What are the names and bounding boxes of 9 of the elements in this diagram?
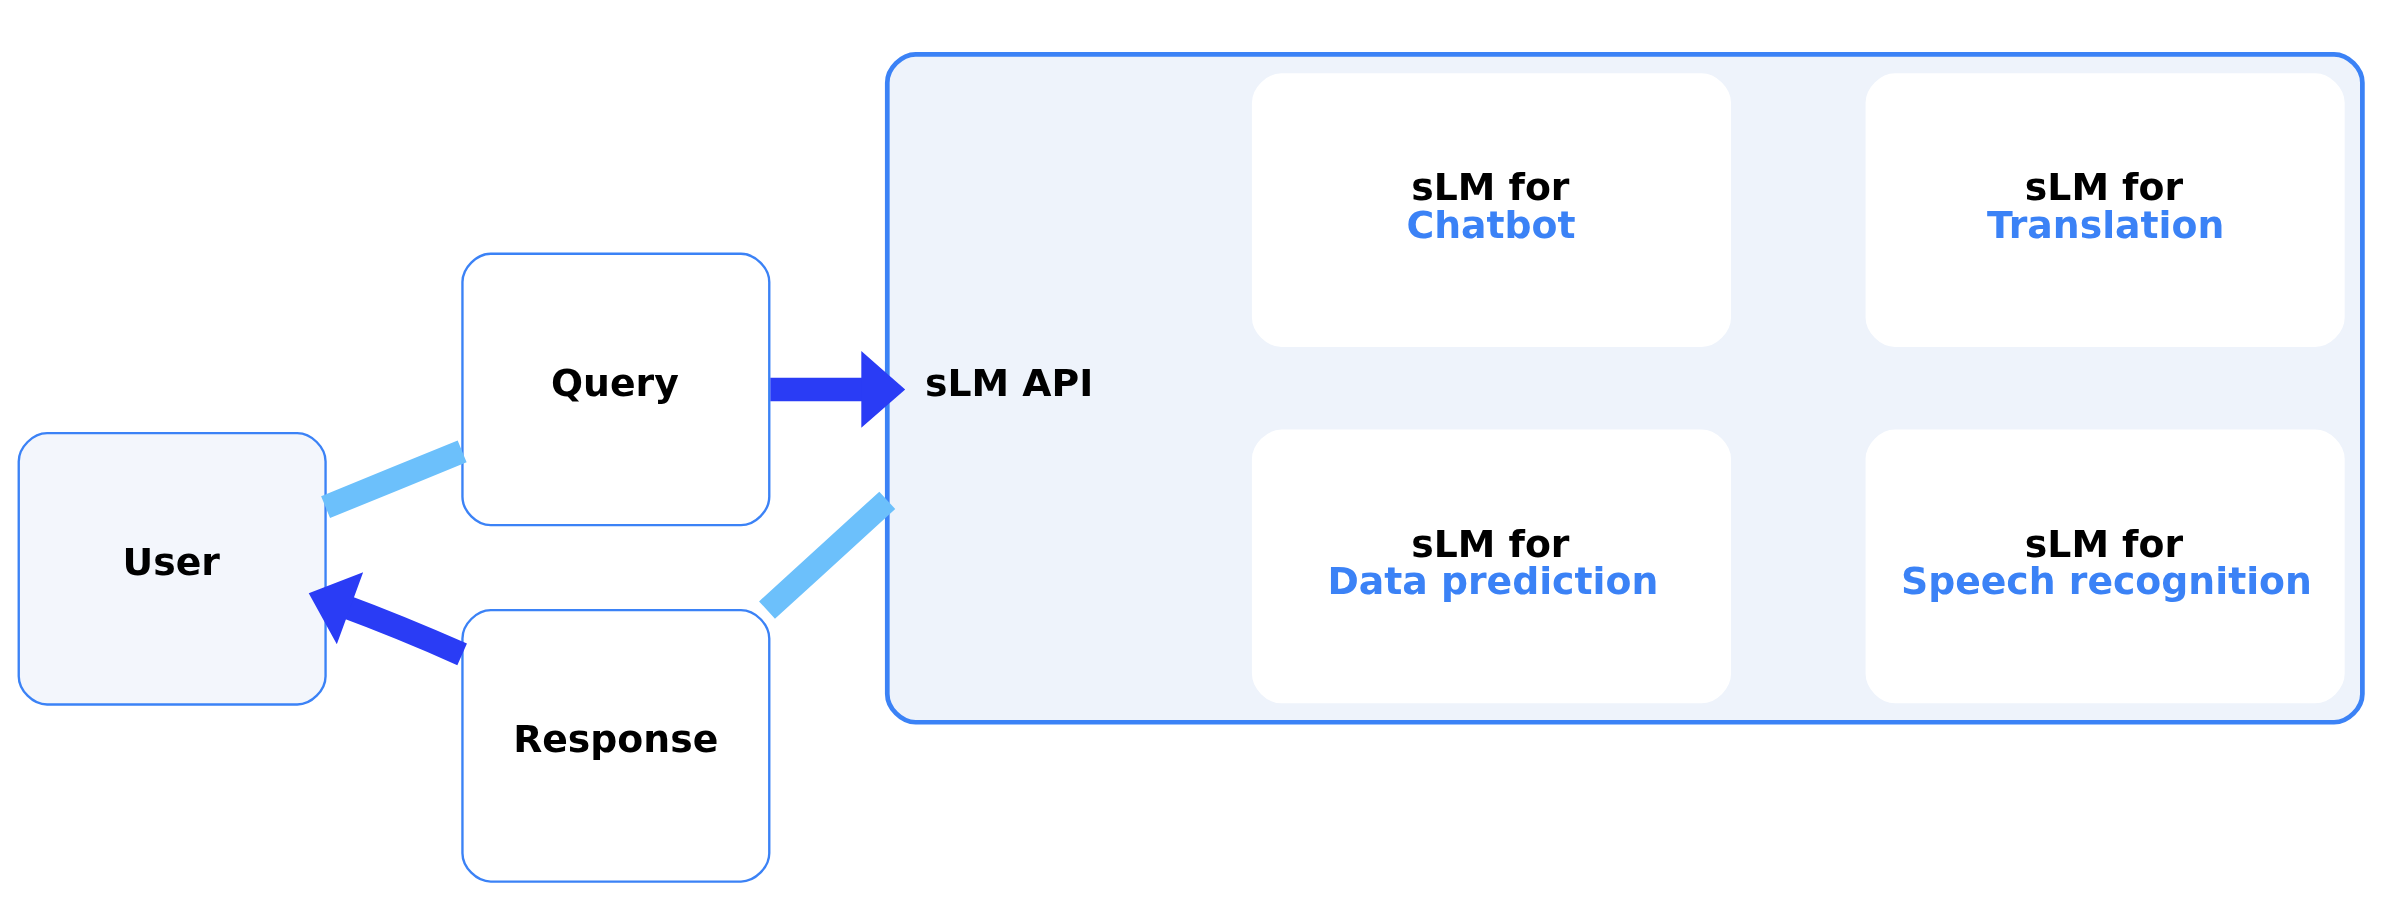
connector	[759, 491, 896, 619]
node-box: User	[17, 431, 327, 706]
node-box: Query	[461, 252, 771, 527]
arrow	[308, 572, 467, 666]
node-text: sLM API	[925, 361, 1094, 406]
cluster	[884, 51, 2365, 725]
arrow	[770, 351, 906, 428]
node-box: Response	[461, 608, 771, 883]
connector	[321, 440, 467, 519]
